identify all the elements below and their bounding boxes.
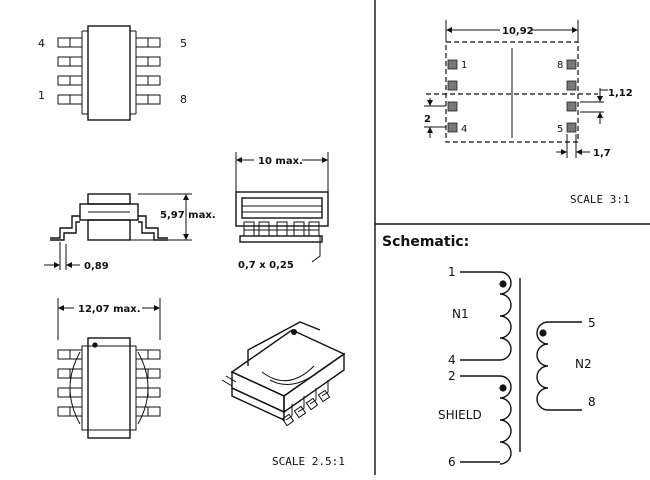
sch-pin-1: 1 (448, 265, 456, 279)
sch-pin-8: 8 (588, 395, 596, 409)
sch-pin-5: 5 (588, 316, 596, 330)
schematic: 1 4 2 6 5 8 N1 N2 SHIELD (438, 265, 596, 469)
dim-length: 12,07 max. (78, 304, 141, 315)
bottom-view: 12,07 max. (57, 298, 161, 439)
dim-footprint-width: 10,92 (502, 26, 534, 37)
sch-pin-2: 2 (448, 369, 456, 383)
winding-shield (460, 375, 512, 465)
pin-label-4: 4 (38, 37, 45, 50)
footprint-pads (447, 59, 577, 133)
sch-pin-6: 6 (448, 455, 456, 469)
label-n1: N1 (452, 307, 469, 321)
pin-label-8: 8 (180, 93, 187, 106)
dim-pad-width: 1,7 (593, 148, 611, 159)
isometric-view (221, 321, 346, 427)
pin-label-1: 1 (38, 89, 45, 102)
side-view: 5,97 max. 0,89 (44, 193, 216, 272)
winding-n2 (536, 321, 582, 411)
label-n2: N2 (575, 357, 592, 371)
top-view: 4 5 1 8 (38, 25, 187, 121)
fp-pin-4: 4 (461, 124, 467, 135)
schematic-heading: Schematic: (382, 234, 469, 250)
fp-pin-1: 1 (461, 60, 467, 71)
dim-pad-height: 1,12 (608, 88, 633, 99)
dim-lead-size: 0,7 x 0,25 (238, 260, 294, 271)
dim-width: 10 max. (258, 156, 303, 167)
dim-lead-pitch: 0,89 (84, 261, 109, 272)
dim-pad-pitch: 2 (424, 114, 431, 125)
footprint: 10,92 1 8 4 5 2 1,12 (424, 20, 633, 159)
iso-leads (221, 375, 331, 427)
top-view-left-leads (57, 37, 83, 105)
fp-pin-5: 5 (557, 124, 563, 135)
end-view-leads (243, 221, 320, 237)
dim-height: 5,97 max. (160, 210, 216, 221)
top-view-right-leads (135, 37, 161, 105)
scale-right: SCALE 3:1 (570, 193, 630, 206)
pin-label-5: 5 (180, 37, 187, 50)
n2-polarity-dot (539, 329, 547, 337)
end-view: 10 max. 0,7 x 0,25 (235, 152, 329, 271)
label-shield: SHIELD (438, 408, 482, 422)
n1-polarity-dot (499, 280, 507, 288)
bottom-view-leads (57, 349, 161, 417)
scale-left: SCALE 2.5:1 (272, 455, 345, 468)
fp-pin-8: 8 (557, 60, 563, 71)
winding-n1 (460, 271, 512, 361)
shield-polarity-dot (499, 384, 507, 392)
sch-pin-4: 4 (448, 353, 456, 367)
